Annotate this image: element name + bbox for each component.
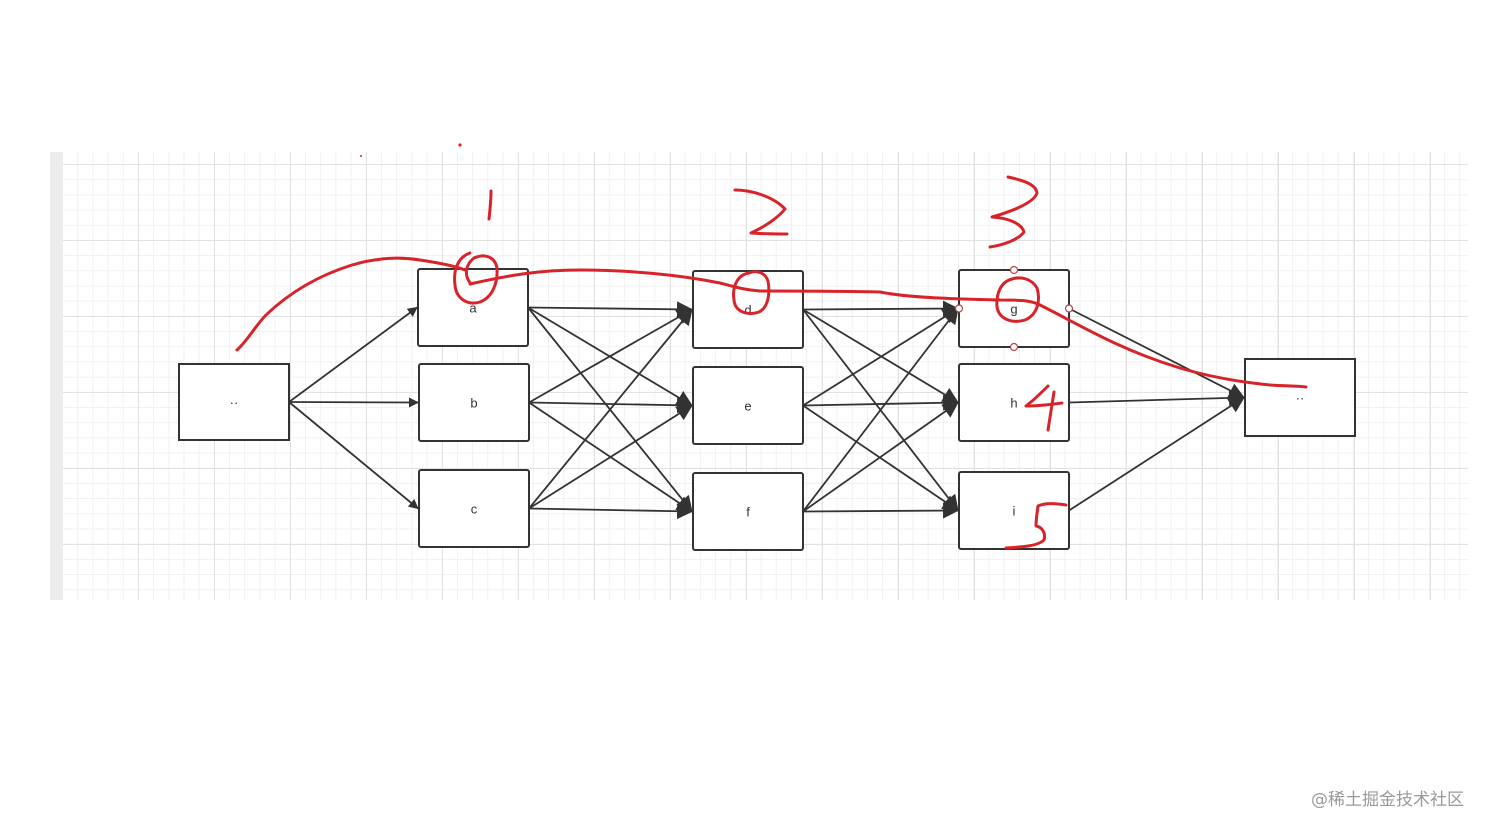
edge-d-g[interactable]: [802, 300, 959, 317]
node-box-a[interactable]: [417, 268, 529, 347]
watermark-text: @稀土掘金技术社区: [1311, 790, 1464, 810]
annotation-loop-d: [732, 270, 771, 315]
edge-start-b[interactable]: [288, 397, 419, 408]
node-label-e: e: [744, 399, 751, 414]
selection-handle-left[interactable]: [954, 304, 964, 313]
node-box-c[interactable]: [418, 469, 530, 548]
selection-handle-right[interactable]: [1064, 304, 1074, 313]
ink-dot: [458, 143, 462, 147]
edge-c-d[interactable]: [528, 308, 693, 510]
annotation-numeral-4: [1024, 384, 1064, 432]
node-label-c: c: [471, 502, 478, 517]
ink-dot: [360, 155, 362, 157]
node-label-h: h: [1010, 396, 1017, 411]
node-c[interactable]: c: [418, 469, 530, 548]
node-end[interactable]: ··: [1244, 358, 1356, 437]
node-box-end[interactable]: [1244, 358, 1356, 437]
edge-b-d[interactable]: [528, 308, 693, 404]
node-d[interactable]: d: [692, 270, 804, 349]
node-label-d: d: [744, 303, 751, 318]
node-box-h[interactable]: [958, 363, 1070, 442]
edge-start-c[interactable]: [288, 401, 419, 510]
node-b[interactable]: b: [418, 363, 530, 442]
edge-start-a[interactable]: [288, 306, 418, 403]
node-a[interactable]: a: [417, 268, 529, 347]
node-box-start[interactable]: [178, 363, 290, 441]
edge-c-f[interactable]: [528, 503, 693, 520]
edge-f-i[interactable]: [802, 502, 959, 519]
node-f[interactable]: f: [692, 472, 804, 551]
edge-i-end[interactable]: [1068, 396, 1245, 512]
nodes-layer: ·· a b c d e f g h i ··: [178, 268, 1356, 551]
edge-e-g[interactable]: [802, 307, 959, 407]
node-label-b: b: [470, 396, 477, 411]
edge-c-e[interactable]: [528, 404, 693, 510]
node-label-f: f: [746, 505, 750, 520]
node-label-start: ··: [230, 395, 239, 410]
selection-handle-top[interactable]: [1009, 265, 1019, 275]
edge-f-h[interactable]: [802, 401, 959, 513]
node-h[interactable]: h: [958, 363, 1070, 442]
edge-h-end[interactable]: [1068, 389, 1245, 406]
node-i[interactable]: i: [958, 471, 1070, 550]
edge-g-end[interactable]: [1068, 307, 1245, 399]
red-handwritten-annotations: [235, 143, 1308, 550]
node-g[interactable]: g: [958, 269, 1070, 348]
node-box-e[interactable]: [692, 366, 804, 445]
selection-handles: [954, 265, 1074, 352]
annotation-critical-path: [235, 256, 1308, 389]
node-label-g: g: [1010, 302, 1017, 317]
node-box-f[interactable]: [692, 472, 804, 551]
annotation-numeral-3: [988, 175, 1039, 249]
node-e[interactable]: e: [692, 366, 804, 445]
edge-e-h[interactable]: [802, 394, 959, 411]
node-label-a: a: [469, 301, 477, 316]
canvas-left-ruler: [50, 152, 63, 600]
node-start[interactable]: ··: [178, 363, 290, 441]
edge-b-e[interactable]: [528, 397, 693, 414]
selection-handle-bottom[interactable]: [1009, 342, 1019, 352]
edges-layer: [288, 300, 1245, 520]
edge-f-g[interactable]: [802, 307, 959, 513]
edge-a-d[interactable]: [527, 301, 693, 318]
annotation-loop-g: [995, 276, 1040, 323]
annotation-numeral-2: [733, 188, 789, 236]
annotation-numeral-5: [1004, 502, 1068, 550]
node-box-b[interactable]: [418, 363, 530, 442]
annotation-numeral-1: [487, 189, 493, 221]
node-label-i: i: [1013, 504, 1016, 519]
node-label-end: ··: [1296, 391, 1305, 406]
annotation-loop-a: [453, 251, 499, 305]
